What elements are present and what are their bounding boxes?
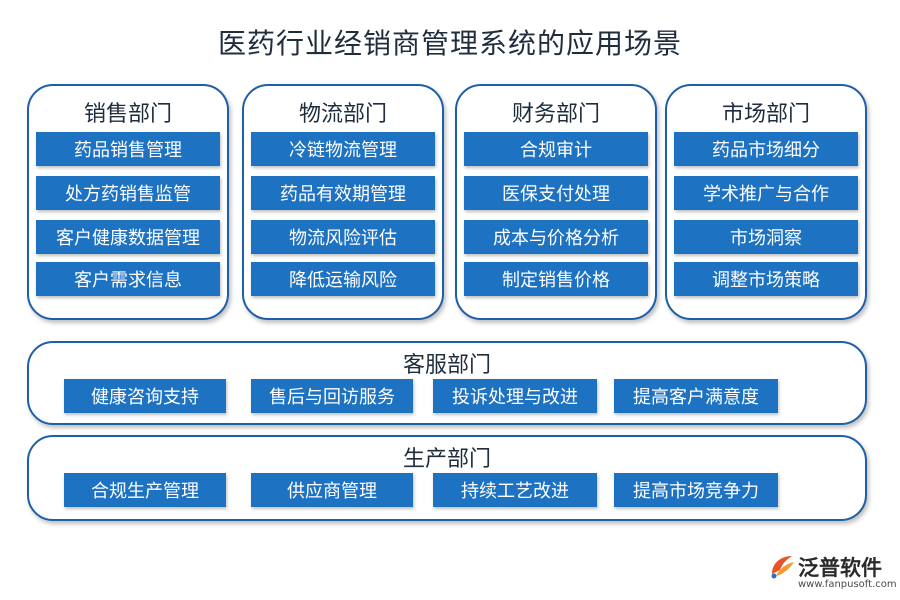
dept-item: 处方药销售监管 <box>36 176 220 210</box>
dept-item: 物流风险评估 <box>251 220 435 254</box>
logo-url: www.fanpusoft.com <box>798 579 897 590</box>
dept-title: 物流部门 <box>298 102 387 127</box>
dept-title: 销售部门 <box>83 102 172 127</box>
dept-customer-service: 客服部门 健康咨询支持 售后与回访服务 投诉处理与改进 提高客户满意度 <box>27 341 867 425</box>
dept-item: 合规审计 <box>464 132 648 166</box>
dept-item: 成本与价格分析 <box>464 220 648 254</box>
dept-item: 供应商管理 <box>251 473 413 507</box>
dept-item: 健康咨询支持 <box>64 379 226 413</box>
dept-item: 客户需求信息 <box>36 262 220 296</box>
dept-sales: 销售部门 药品销售管理 处方药销售监管 客户健康数据管理 客户需求信息 <box>27 84 229 320</box>
dept-title: 客服部门 <box>402 353 491 378</box>
dept-item: 售后与回访服务 <box>251 379 413 413</box>
dept-item: 客户健康数据管理 <box>36 220 220 254</box>
dept-item: 降低运输风险 <box>251 262 435 296</box>
dept-item: 调整市场策略 <box>674 262 858 296</box>
dept-item: 持续工艺改进 <box>433 473 597 507</box>
dept-logistics: 物流部门 冷链物流管理 药品有效期管理 物流风险评估 降低运输风险 <box>242 84 444 320</box>
dept-finance: 财务部门 合规审计 医保支付处理 成本与价格分析 制定销售价格 <box>455 84 657 320</box>
dept-item: 提高市场竞争力 <box>614 473 778 507</box>
dept-marketing: 市场部门 药品市场细分 学术推广与合作 市场洞察 调整市场策略 <box>665 84 867 320</box>
dept-item: 提高客户满意度 <box>614 379 778 413</box>
dept-title: 生产部门 <box>402 447 491 472</box>
dept-item: 制定销售价格 <box>464 262 648 296</box>
dept-item: 药品市场细分 <box>674 132 858 166</box>
dept-item: 合规生产管理 <box>64 473 226 507</box>
dept-title: 市场部门 <box>721 102 810 127</box>
dept-item: 冷链物流管理 <box>251 132 435 166</box>
dept-production: 生产部门 合规生产管理 供应商管理 持续工艺改进 提高市场竞争力 <box>27 435 867 521</box>
page-title: 医药行业经销商管理系统的应用场景 <box>217 27 682 60</box>
logo-name: 泛普软件 <box>798 556 882 580</box>
dept-item: 药品有效期管理 <box>251 176 435 210</box>
fanpu-logo-icon <box>771 556 794 579</box>
dept-item: 医保支付处理 <box>464 176 648 210</box>
dept-item: 学术推广与合作 <box>674 176 858 210</box>
dept-item: 投诉处理与改进 <box>433 379 597 413</box>
dept-item: 药品销售管理 <box>36 132 220 166</box>
dept-item: 市场洞察 <box>674 220 858 254</box>
brand-logo: 泛普软件 www.fanpusoft.com <box>768 548 897 594</box>
dept-title: 财务部门 <box>511 102 600 127</box>
